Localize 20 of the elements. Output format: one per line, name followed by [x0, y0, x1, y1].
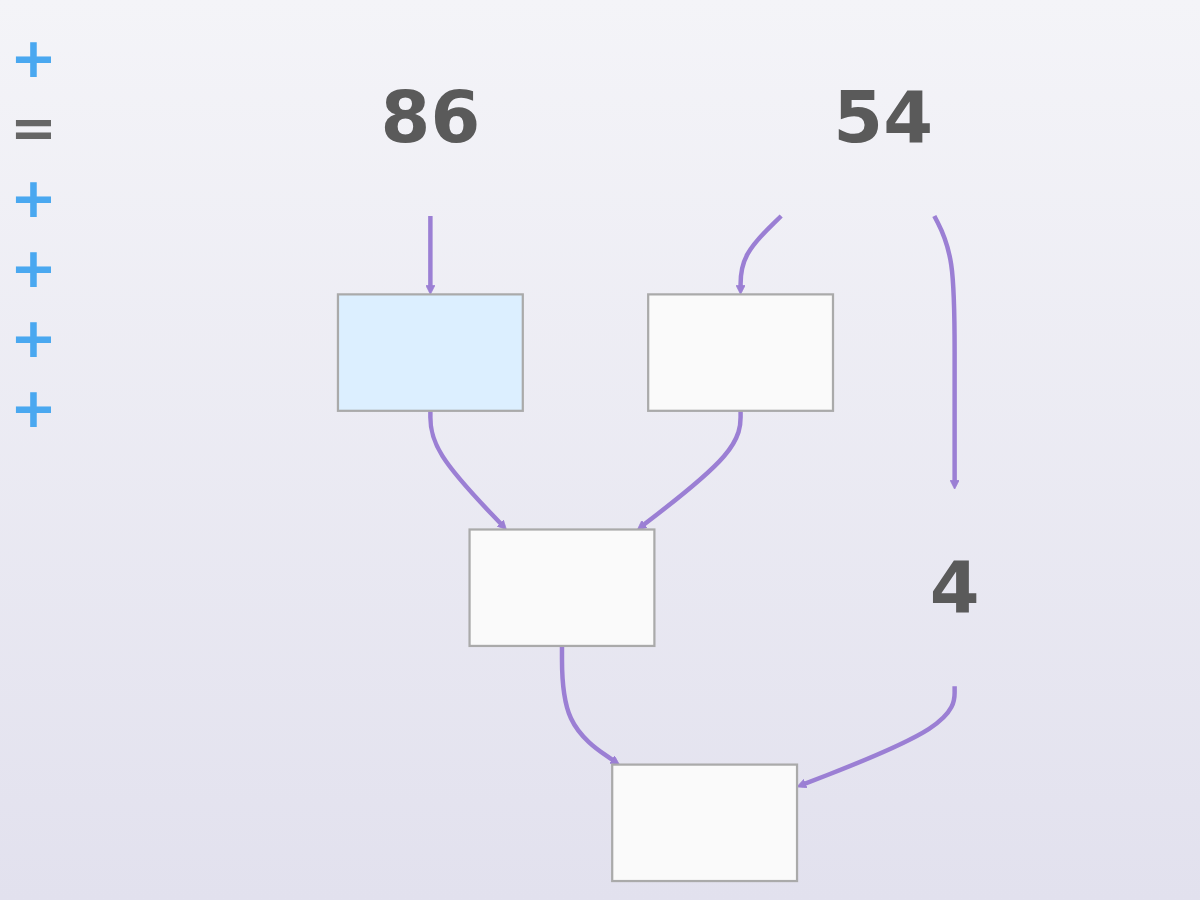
arrow — [735, 214, 783, 295]
arrow — [559, 645, 620, 766]
node-box — [611, 763, 799, 883]
node-text: 86 — [380, 76, 481, 159]
plus-sign: + — [10, 170, 58, 226]
plus-sign: + — [10, 30, 58, 86]
arrow — [796, 686, 957, 789]
plus-sign: + — [10, 380, 58, 436]
arrow — [637, 410, 743, 530]
node-box — [336, 293, 524, 412]
plus-sign: + — [10, 310, 58, 366]
node-box — [468, 528, 656, 648]
node-text: 54 — [833, 76, 934, 159]
arrow — [425, 216, 436, 295]
plus-sign: + — [10, 240, 58, 296]
node-text: 4 — [929, 546, 980, 630]
node-box — [647, 293, 835, 412]
arrow — [932, 214, 960, 490]
arrow — [428, 410, 507, 530]
equals-sign: = — [10, 100, 58, 156]
